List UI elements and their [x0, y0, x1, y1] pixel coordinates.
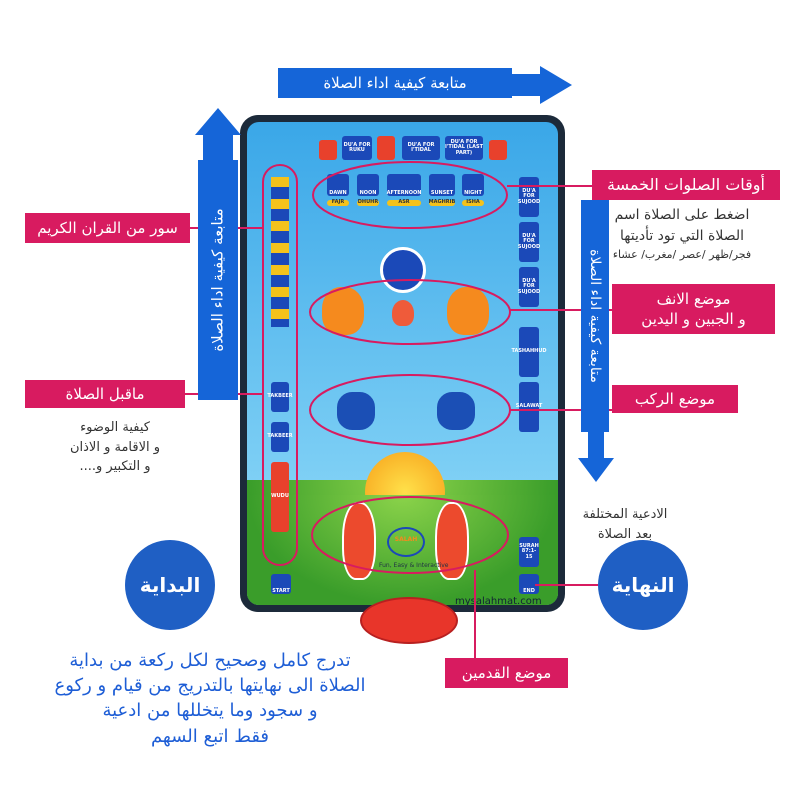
left-arrow-head [195, 108, 241, 160]
tile-takbeer-2[interactable]: TAKBEER [267, 422, 293, 452]
prayer-sunset[interactable]: SUNSET [429, 174, 455, 196]
tile-takbeer-1[interactable]: TAKBEER [267, 382, 293, 412]
prayer-times-label: أوقات الصلوات الخمسة [592, 170, 780, 200]
tile-wudu[interactable]: WUDU [271, 462, 289, 532]
left-column-outline [262, 164, 298, 566]
standing-icon [377, 136, 395, 160]
mat-surface: DU'A FOR RUKU DU'A FOR I'TIDAL DU'A FOR … [247, 122, 558, 605]
nose-icon [392, 300, 414, 326]
tile-surah[interactable]: SURAH 87:1-15 [519, 537, 539, 567]
sujood-icon [489, 140, 507, 160]
prayer-name-asr: ASR [387, 200, 421, 206]
instruction-line: تدرج كامل وصحيح لكل ركعة من بداية [69, 650, 351, 671]
note-line: و التكبير و.... [79, 459, 151, 474]
prayer-name-maghrib: MAGHRIB [428, 199, 456, 206]
website: mysalahmat.com [455, 596, 542, 605]
after-prayer-note: الادعية المختلفة بعد الصلاة [565, 505, 685, 544]
feet-label: موضع القدمين [445, 658, 568, 688]
prayer-times-ellipse [312, 161, 508, 229]
before-prayer-label: ماقبل الصلاة [25, 380, 185, 408]
nose-forehead-hands-label: موضع الانف و الجبين و اليدين [612, 284, 775, 334]
prayer-times-note: اضغط على الصلاة اسم الصلاة التي تود تأدي… [582, 205, 782, 264]
instructions-text: تدرج كامل وصحيح لكل ركعة من بداية الصلاة… [20, 648, 400, 749]
prayer-noon[interactable]: NOON [357, 174, 379, 196]
logo: SALAH [387, 527, 425, 557]
top-arrow-head [510, 66, 572, 104]
hands-ellipse [309, 279, 511, 345]
note-line: كيفية الوضوء [80, 420, 150, 435]
prayer-afternoon[interactable]: AFTERNOON [387, 174, 421, 196]
note-line: فجر/ظهر /عصر /مغرب/ عشاء [612, 248, 752, 261]
knees-ellipse [309, 374, 511, 446]
note-line: و الاقامة و الاذان [69, 439, 161, 455]
kaaba-icon [380, 247, 426, 293]
tile-dua-itidal[interactable]: DU'A FOR I'TIDAL [402, 136, 440, 160]
end-button[interactable]: END [519, 574, 539, 594]
tile-salawat[interactable]: SALAWAT [516, 382, 542, 432]
prayer-mat: DU'A FOR RUKU DU'A FOR I'TIDAL DU'A FOR … [240, 115, 565, 612]
top-flow-label: متابعة كيفية اداء الصلاة [278, 68, 512, 98]
left-flow-text: متابعة كيفية اداء الصلاة [209, 208, 227, 352]
tile-dua-ruku[interactable]: DU'A FOR RUKU [342, 136, 372, 160]
knees-label: موضع الركب [612, 385, 738, 413]
left-flow-label: متابعة كيفية اداء الصلاة [198, 160, 238, 400]
end-circle: النهاية [598, 540, 688, 630]
right-arrow-head [578, 430, 614, 482]
start-button[interactable]: START [271, 574, 291, 594]
instruction-line: و سجود وما يتخللها من ادعية [102, 700, 318, 722]
flow-arrows [195, 66, 614, 482]
instruction-line: فقط اتبع السهم [150, 725, 270, 747]
surah-column[interactable] [271, 177, 289, 327]
prayer-name-fajr: FAJR [327, 200, 349, 206]
logo-text: SALAH [394, 536, 418, 543]
left-knee-icon [337, 392, 375, 430]
speaker-device[interactable] [360, 597, 458, 644]
tile-dua-sujood-2[interactable]: DU'A FOR SUJOOD [518, 222, 540, 262]
tile-tashahhud[interactable]: TASHAHHUD [511, 327, 547, 377]
prayer-name-isha: ISHA [462, 200, 484, 206]
note-line: بعد الصلاة [597, 526, 653, 542]
label-line: موضع الانف [656, 289, 731, 308]
note-line: اضغط على الصلاة اسم [614, 207, 750, 223]
tagline: Fun, Easy & Interactive [379, 562, 449, 569]
right-hand-icon [447, 287, 489, 335]
left-hand-icon [322, 287, 364, 335]
feet-ellipse [311, 496, 509, 574]
ruku-icon [319, 140, 337, 160]
prayer-dawn[interactable]: DAWN [327, 174, 349, 196]
note-line: الصلاة التي تود تأديتها [620, 228, 744, 244]
start-circle: البداية [125, 540, 215, 630]
before-prayer-note: كيفية الوضوء و الاقامة و الاذان و التكبي… [40, 418, 190, 477]
tile-dua-itidal-last[interactable]: DU'A FOR I'TIDAL (LAST PART) [445, 136, 483, 160]
right-knee-icon [437, 392, 475, 430]
note-line: الادعية المختلفة [582, 507, 668, 522]
label-line: و الجبين و اليدين [641, 310, 746, 328]
quran-surahs-label: سور من القران الكريم [25, 213, 190, 243]
tile-dua-sujood-3[interactable]: DU'A FOR SUJOOD [518, 267, 540, 307]
prayer-night[interactable]: NIGHT [462, 174, 484, 196]
prayer-name-dhuhr: DHUHR [357, 199, 379, 206]
instruction-line: الصلاة الى نهايتها بالتدريج من قيام و رك… [54, 675, 366, 697]
right-flow-text: متابعة كيفية اداء الصلاة [587, 249, 603, 383]
right-flow-label: متابعة كيفية اداء الصلاة [581, 200, 609, 432]
